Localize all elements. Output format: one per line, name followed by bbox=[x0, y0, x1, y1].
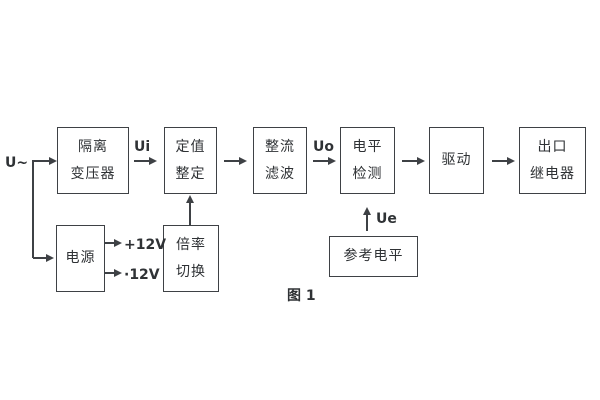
arrowhead-minus12v bbox=[114, 269, 122, 277]
block-label: 出口 bbox=[537, 138, 568, 155]
block-isolation-transformer: 隔离 变压器 bbox=[57, 127, 129, 194]
signal-label-uo: Uo bbox=[313, 139, 334, 155]
input-branch-vertical-line bbox=[32, 160, 34, 258]
arrow-detection-to-driver-line bbox=[402, 160, 418, 162]
block-ratio-switching: 倍率 切换 bbox=[163, 225, 219, 292]
signal-label-ui: Ui bbox=[134, 139, 151, 155]
block-level-detection: 电平 检测 bbox=[340, 127, 395, 194]
arrow-driver-to-relay-line bbox=[492, 160, 508, 162]
arrowhead-into-isolation-transformer bbox=[49, 157, 57, 165]
block-label: 切换 bbox=[176, 263, 206, 280]
block-label: 隔离 bbox=[78, 138, 108, 155]
block-label: 定值 bbox=[175, 138, 206, 155]
block-label: 倍率 bbox=[176, 236, 206, 253]
block-output-relay: 出口 继电器 bbox=[519, 127, 586, 194]
block-label: 检测 bbox=[352, 165, 383, 182]
supply-label-plus12v: +12V bbox=[124, 237, 167, 253]
arrowhead-into-power-supply bbox=[46, 254, 54, 262]
block-label: 变压器 bbox=[70, 165, 116, 182]
arrowhead-into-driver bbox=[417, 157, 425, 165]
input-signal-label: U~ bbox=[5, 155, 29, 171]
block-driver: 驱动 bbox=[429, 127, 484, 194]
block-label: 滤波 bbox=[265, 165, 295, 182]
power-minus12v-line bbox=[105, 272, 115, 274]
arrowhead-into-output-relay bbox=[507, 157, 515, 165]
figure-caption: 图 1 bbox=[287, 288, 316, 304]
arrow-ui-line bbox=[134, 160, 150, 162]
block-label: 驱动 bbox=[441, 152, 472, 168]
signal-label-ue: Ue bbox=[376, 211, 397, 227]
arrowhead-into-value-setting-bottom bbox=[186, 195, 194, 203]
block-reference-level: 参考电平 bbox=[329, 236, 418, 277]
arrowhead-plus12v bbox=[114, 239, 122, 247]
block-power-supply: 电源 bbox=[56, 225, 105, 292]
arrowhead-into-level-detection bbox=[328, 157, 336, 165]
block-label: 电平 bbox=[352, 138, 383, 155]
arrow-ratio-to-setting-line bbox=[189, 203, 191, 225]
block-label: 继电器 bbox=[530, 165, 575, 182]
block-label: 参考电平 bbox=[343, 248, 404, 264]
arrow-uo-line bbox=[313, 160, 329, 162]
block-rectifier-filter: 整流 滤波 bbox=[253, 127, 307, 194]
block-value-setting: 定值 整定 bbox=[164, 127, 217, 194]
block-label: 整定 bbox=[175, 165, 206, 182]
arrowhead-into-level-detection-bottom bbox=[363, 207, 371, 215]
input-to-power-line bbox=[33, 257, 47, 259]
arrowhead-into-rectifier-filter bbox=[239, 157, 247, 165]
arrow-setting-to-rectifier-line bbox=[224, 160, 240, 162]
power-plus12v-line bbox=[105, 242, 115, 244]
block-label: 电源 bbox=[65, 250, 96, 266]
block-label: 整流 bbox=[265, 138, 295, 155]
arrow-ue-line bbox=[366, 215, 368, 231]
input-to-transformer-line bbox=[33, 160, 50, 162]
supply-label-minus12v: ·12V bbox=[124, 267, 160, 283]
arrowhead-into-value-setting bbox=[149, 157, 157, 165]
